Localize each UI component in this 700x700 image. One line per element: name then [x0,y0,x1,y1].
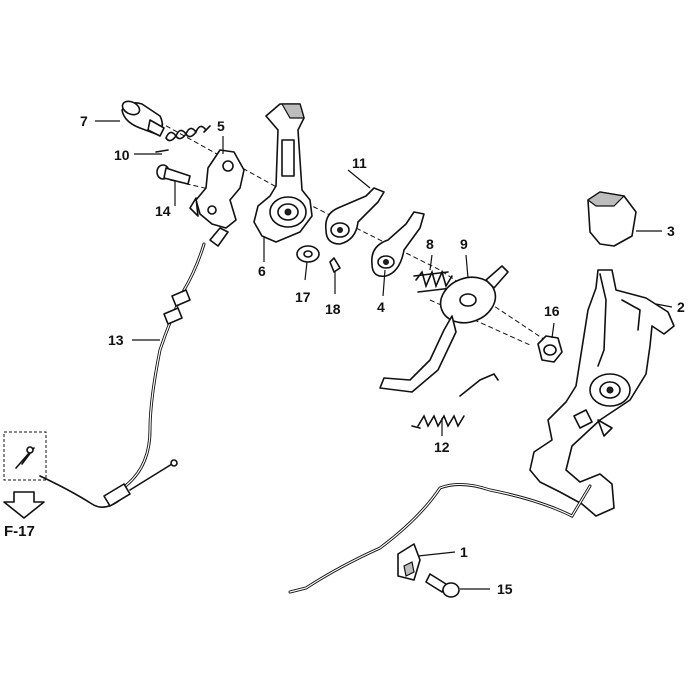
callout-12: 12 [434,439,450,455]
part-1-control-cable [288,483,592,594]
leader-lines [95,120,673,590]
reference-label[interactable]: F-17 [4,523,35,540]
part-10-spring [155,125,211,153]
explode-axis-lines [151,117,561,351]
part-2-bracket [529,269,675,517]
callout-9: 9 [460,236,468,252]
part-9-cam [379,265,509,393]
callout-14: 14 [155,203,171,219]
part-15-bolt [425,573,460,598]
callout-13: 13 [108,332,124,348]
callout-10: 10 [114,147,130,163]
part-16-nut [537,335,563,363]
part-4-arm [371,211,425,278]
callout-7: 7 [80,113,88,129]
part-6-lever [253,103,313,243]
callout-labels: 1 2 3 4 5 6 7 8 9 10 11 12 13 14 15 16 1… [4,113,685,597]
callout-11: 11 [352,155,367,171]
part-18-pin [329,257,341,273]
callout-16: 16 [544,303,560,319]
callout-18: 18 [325,301,341,317]
part-11-arm [324,187,385,245]
callout-8: 8 [426,236,434,252]
callout-15: 15 [497,581,513,597]
part-17-washer [296,245,320,263]
part-3-knob [586,191,637,247]
callout-4: 4 [377,299,385,315]
part-12-spring [411,373,499,429]
callout-6: 6 [258,263,266,279]
part-5-plate [189,149,245,247]
callout-5: 5 [217,118,225,134]
part-13-cable [39,242,206,508]
reference-inset [3,431,47,519]
callout-3: 3 [667,223,675,239]
part-14-bolt [156,164,191,185]
part-7-collar [121,100,165,137]
callout-1: 1 [460,544,468,560]
callout-2: 2 [677,299,685,315]
callout-17: 17 [295,289,311,305]
